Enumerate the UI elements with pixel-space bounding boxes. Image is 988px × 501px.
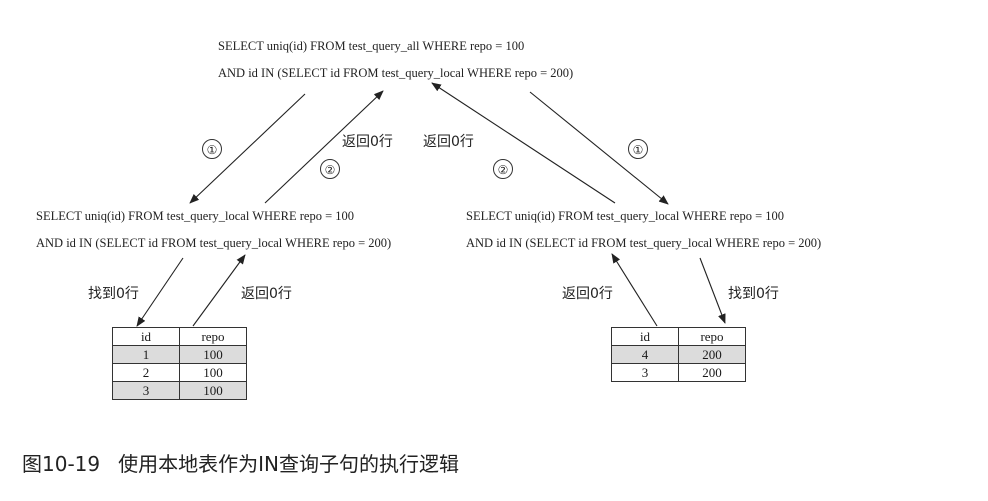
right-query-line2: AND id IN (SELECT id FROM test_query_loc… xyxy=(466,236,822,250)
arrow-left-to-top xyxy=(264,90,384,204)
column-header-repo: repo xyxy=(179,327,247,346)
left-lower-return-label: 返回0行 xyxy=(241,286,292,302)
table-row: 1 100 xyxy=(112,345,247,364)
cell-id: 4 xyxy=(611,345,679,364)
step1-right-marker: ① xyxy=(628,139,648,159)
arrow-top-to-left xyxy=(189,93,306,204)
table-header-row: id repo xyxy=(112,327,247,346)
cell-id: 3 xyxy=(611,363,679,382)
column-header-id: id xyxy=(112,327,180,346)
right-found-label: 找到0行 xyxy=(728,286,779,302)
table-row: 3 200 xyxy=(611,363,746,382)
table-row: 3 100 xyxy=(112,381,247,400)
column-header-id: id xyxy=(611,327,679,346)
step2-left-marker: ② xyxy=(320,159,340,179)
left-query-line2: AND id IN (SELECT id FROM test_query_loc… xyxy=(36,236,392,250)
cell-id: 3 xyxy=(112,381,180,400)
arrow-right-to-top xyxy=(431,82,616,204)
cell-repo: 200 xyxy=(678,363,746,382)
cell-repo: 100 xyxy=(179,381,247,400)
figure-number: 图10-19 xyxy=(22,452,101,476)
right-data-table: id repo 4 200 3 200 xyxy=(611,327,746,382)
column-header-repo: repo xyxy=(678,327,746,346)
top-query-line1: SELECT uniq(id) FROM test_query_all WHER… xyxy=(218,39,525,53)
table-header-row: id repo xyxy=(611,327,746,346)
cell-repo: 200 xyxy=(678,345,746,364)
arrow-right-query-to-table xyxy=(699,257,726,324)
cell-id: 2 xyxy=(112,363,180,382)
arrow-table-to-right-query xyxy=(611,253,658,327)
figure-caption: 图10-19 使用本地表作为IN查询子句的执行逻辑 xyxy=(22,448,459,477)
figure-caption-text: 使用本地表作为IN查询子句的执行逻辑 xyxy=(118,452,459,476)
cell-repo: 100 xyxy=(179,345,247,364)
table-row: 4 200 xyxy=(611,345,746,364)
step1-left-marker: ① xyxy=(202,139,222,159)
arrow-left-query-to-table xyxy=(136,257,184,327)
cell-repo: 100 xyxy=(179,363,247,382)
left-data-table: id repo 1 100 2 100 3 100 xyxy=(112,327,247,400)
arrow-top-to-right xyxy=(529,91,669,205)
left-query-line1: SELECT uniq(id) FROM test_query_local WH… xyxy=(36,209,355,223)
right-lower-return-label: 返回0行 xyxy=(562,286,613,302)
top-query-line2: AND id IN (SELECT id FROM test_query_loc… xyxy=(218,66,574,80)
table-row: 2 100 xyxy=(112,363,247,382)
right-return-label: 返回0行 xyxy=(423,134,474,150)
right-query-line1: SELECT uniq(id) FROM test_query_local WH… xyxy=(466,209,785,223)
cell-id: 1 xyxy=(112,345,180,364)
arrow-table-to-left-query xyxy=(192,254,246,327)
left-return-label: 返回0行 xyxy=(342,134,393,150)
left-found-label: 找到0行 xyxy=(88,286,139,302)
step2-right-marker: ② xyxy=(493,159,513,179)
